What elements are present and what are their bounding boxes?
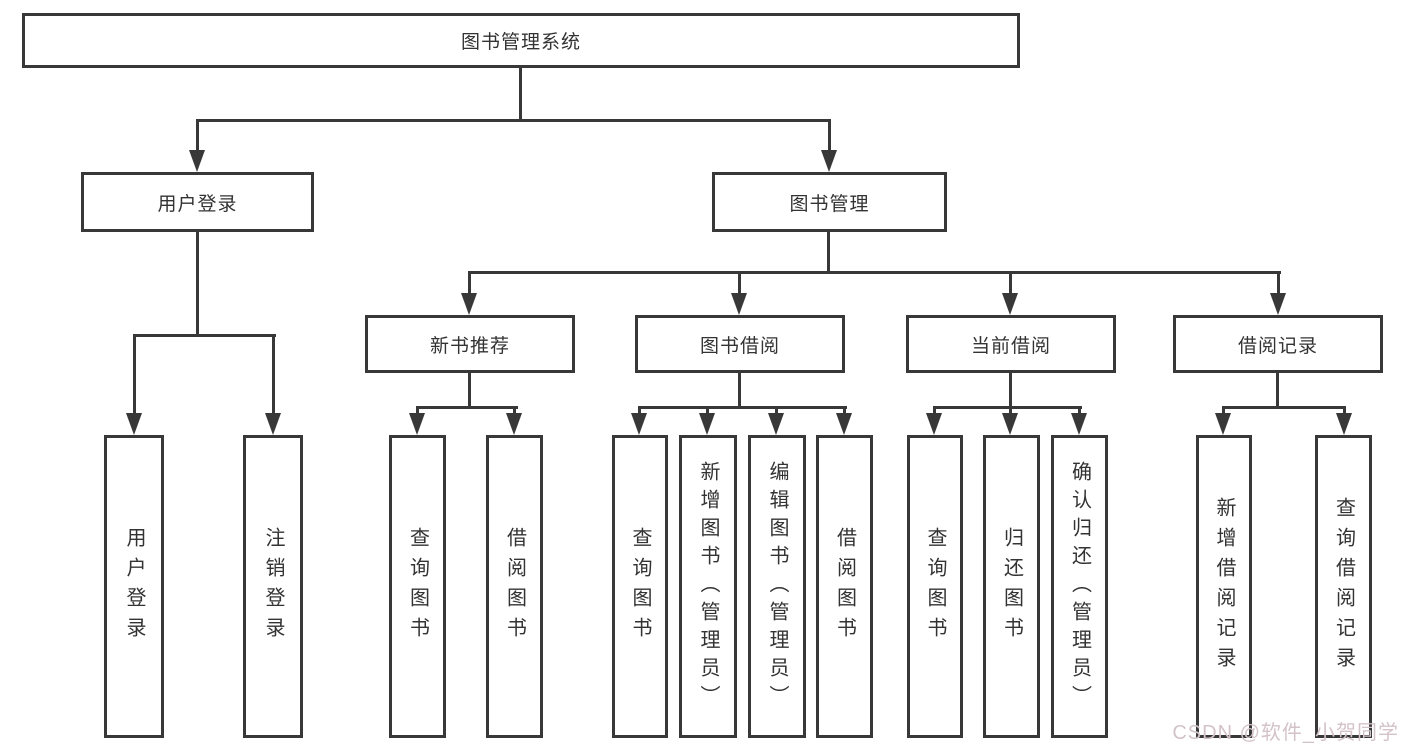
node-borrow-records: 借阅记录 xyxy=(1173,315,1383,373)
leaf-logout: 注销登录 xyxy=(243,435,303,738)
leaf-bb-query-books: 查询图书 xyxy=(612,435,668,738)
connector-bookmgmt-rail xyxy=(468,271,1281,274)
node-user-login: 用户登录 xyxy=(81,172,314,232)
node-new-book-rec: 新书推荐 xyxy=(365,315,575,373)
connector-root-rail xyxy=(196,119,831,122)
arrowhead-bb-query xyxy=(631,413,647,435)
arrowhead-bb-edit xyxy=(768,413,784,435)
arrowhead-book-mgmt xyxy=(821,150,837,172)
arrowhead-bb-borrow xyxy=(836,413,852,435)
arrowhead-leaf-logout xyxy=(265,413,281,435)
leaf-nb-query-books: 查询图书 xyxy=(389,435,446,738)
arrowhead-book-borrow xyxy=(731,293,747,315)
leaf-nb-query-books-label: 查询图书 xyxy=(406,526,429,647)
node-current-borrow-label: 当前借阅 xyxy=(970,335,1051,357)
node-book-borrow-label: 图书借阅 xyxy=(699,335,780,357)
connector-bookmgmt-stem xyxy=(827,232,830,274)
arrowhead-nb-borrow xyxy=(506,413,522,435)
connector-bookborrow-stem xyxy=(738,373,741,409)
connector-drop-cb-return xyxy=(1009,406,1012,415)
connector-drop-bb-edit xyxy=(775,406,778,415)
leaf-bb-add-books-admin-label: 新增图书（管理员） xyxy=(697,460,719,713)
arrowhead-cb-return xyxy=(1002,413,1018,435)
leaf-bb-add-books-admin: 新增图书（管理员） xyxy=(679,435,737,738)
connector-drop-bb-query xyxy=(638,406,641,415)
leaf-bb-edit-books-admin-label: 编辑图书（管理员） xyxy=(766,460,788,713)
connector-drop-current-borrow xyxy=(1009,271,1012,295)
connector-drop-cb-query xyxy=(933,406,936,415)
leaf-br-add-record-label: 新增借阅记录 xyxy=(1213,496,1235,677)
leaf-cb-query-books: 查询图书 xyxy=(907,435,963,738)
connector-newbook-stem xyxy=(468,373,471,409)
node-root: 图书管理系统 xyxy=(22,13,1020,68)
connector-drop-user-login xyxy=(196,119,199,152)
node-book-mgmt-label: 图书管理 xyxy=(789,193,870,215)
connector-bookborrow-rail xyxy=(638,406,847,409)
leaf-bb-borrow-books: 借阅图书 xyxy=(816,435,873,738)
leaf-cb-return-books: 归还图书 xyxy=(983,435,1040,738)
leaf-bb-query-books-label: 查询图书 xyxy=(629,526,651,647)
arrowhead-br-add xyxy=(1215,413,1231,435)
leaf-logout-label: 注销登录 xyxy=(262,526,284,647)
leaf-cb-query-books-label: 查询图书 xyxy=(924,526,946,647)
arrowhead-user-login xyxy=(189,150,205,172)
arrowhead-br-query xyxy=(1336,413,1352,435)
connector-drop-nb-query xyxy=(416,406,419,415)
leaf-cb-confirm-return-admin-label: 确认归还（管理员） xyxy=(1068,460,1091,713)
csdn-watermark: CSDN @软件_小贺同学 xyxy=(1172,722,1399,744)
connector-drop-br-add xyxy=(1222,406,1225,415)
connector-newbook-rail xyxy=(416,406,518,409)
node-borrow-records-label: 借阅记录 xyxy=(1237,335,1318,357)
leaf-user-login-label: 用户登录 xyxy=(123,526,145,647)
leaf-br-query-record-label: 查询借阅记录 xyxy=(1332,496,1355,677)
connector-drop-borrow-records xyxy=(1277,271,1280,295)
connector-drop-bb-add xyxy=(706,406,709,415)
leaf-br-add-record: 新增借阅记录 xyxy=(1196,435,1252,738)
connector-userlogin-stem xyxy=(196,232,199,337)
connector-borrowrecords-rail xyxy=(1222,406,1346,409)
connector-currentborrow-rail xyxy=(933,406,1082,409)
leaf-br-query-record: 查询借阅记录 xyxy=(1315,435,1372,738)
connector-drop-book-borrow xyxy=(738,271,741,295)
connector-drop-nb-borrow xyxy=(513,406,516,415)
connector-root-stem xyxy=(519,68,522,122)
leaf-nb-borrow-books: 借阅图书 xyxy=(486,435,543,738)
leaf-cb-return-books-label: 归还图书 xyxy=(1000,526,1023,647)
node-user-login-label: 用户登录 xyxy=(157,193,238,215)
connector-drop-book-mgmt xyxy=(828,119,831,152)
arrowhead-borrow-records xyxy=(1270,293,1286,315)
arrowhead-leaf-login xyxy=(126,413,142,435)
arrowhead-bb-add xyxy=(699,413,715,435)
connector-currentborrow-stem xyxy=(1009,373,1012,409)
leaf-nb-borrow-books-label: 借阅图书 xyxy=(503,526,526,647)
connector-drop-new-book xyxy=(468,271,471,295)
arrowhead-cb-query xyxy=(926,413,942,435)
arrowhead-current-borrow xyxy=(1002,293,1018,315)
node-book-mgmt: 图书管理 xyxy=(712,172,947,232)
connector-drop-cb-confirm xyxy=(1078,406,1081,415)
leaf-user-login: 用户登录 xyxy=(104,435,164,738)
connector-borrowrecords-stem xyxy=(1276,373,1279,409)
node-current-borrow: 当前借阅 xyxy=(906,315,1116,373)
leaf-bb-edit-books-admin: 编辑图书（管理员） xyxy=(748,435,806,738)
connector-drop-br-query xyxy=(1343,406,1346,415)
arrowhead-nb-query xyxy=(409,413,425,435)
arrowhead-cb-confirm xyxy=(1071,413,1087,435)
node-book-borrow: 图书借阅 xyxy=(635,315,845,373)
connector-userlogin-rail xyxy=(133,334,276,337)
connector-drop-leaf-logout xyxy=(272,334,275,415)
leaf-bb-borrow-books-label: 借阅图书 xyxy=(833,526,856,647)
node-new-book-rec-label: 新书推荐 xyxy=(429,335,510,357)
leaf-cb-confirm-return-admin: 确认归还（管理员） xyxy=(1051,435,1108,738)
connector-drop-leaf-login xyxy=(133,334,136,415)
arrowhead-new-book xyxy=(461,293,477,315)
connector-drop-bb-borrow xyxy=(843,406,846,415)
node-root-label: 图书管理系统 xyxy=(460,32,581,53)
